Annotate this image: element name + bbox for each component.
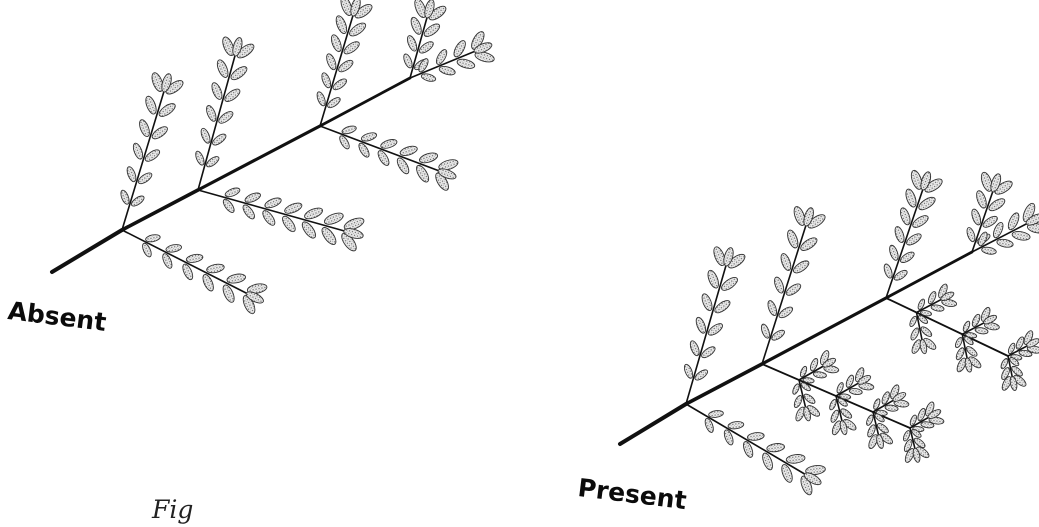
leaflet <box>931 304 945 312</box>
leaflet <box>264 196 283 210</box>
leaflet <box>683 363 695 379</box>
leaflet <box>224 186 241 198</box>
leaflet <box>406 34 419 52</box>
leaflet <box>205 104 218 122</box>
leaflet <box>893 225 906 243</box>
leaflet <box>706 269 721 290</box>
leaflet <box>899 207 912 226</box>
rachis <box>122 88 165 230</box>
leaflet <box>456 57 476 70</box>
main-stem <box>686 364 762 404</box>
leaflet <box>409 16 423 36</box>
leaflet <box>438 65 456 77</box>
main-stem <box>620 404 686 444</box>
leaflet <box>402 53 414 69</box>
leaflet <box>119 189 131 205</box>
leaflet <box>908 315 917 327</box>
leaflet <box>360 131 377 142</box>
leaflet <box>909 327 920 341</box>
leaflet <box>954 336 963 348</box>
leaflet <box>399 144 418 157</box>
leaflet <box>1011 230 1030 241</box>
leaflet <box>303 206 324 221</box>
leaflet <box>194 150 206 166</box>
leaflet <box>828 398 837 410</box>
leaflet <box>766 299 778 316</box>
leaflet <box>131 142 144 160</box>
main-stem <box>52 230 122 272</box>
leaflet <box>215 58 230 79</box>
leaflet <box>965 227 976 243</box>
rachis <box>686 404 808 476</box>
leaflet <box>380 138 398 150</box>
leaflet <box>125 166 137 183</box>
leaflet <box>813 371 827 379</box>
leaflet <box>199 127 212 144</box>
leaflet <box>760 323 771 339</box>
leaflet <box>975 190 989 210</box>
rachis <box>686 262 727 404</box>
leaflet <box>165 243 182 253</box>
leaflet <box>793 394 804 408</box>
leaflet <box>244 191 262 204</box>
leaflet <box>708 410 723 419</box>
leaflet <box>323 211 345 227</box>
branch-absent <box>52 0 495 315</box>
leaflet <box>766 443 785 453</box>
leaflet <box>700 292 714 311</box>
leaflet <box>981 246 997 255</box>
main-stem <box>122 190 198 230</box>
leaflet <box>883 263 894 279</box>
leaflet <box>283 201 303 216</box>
leaflet <box>888 244 900 261</box>
branch-present <box>620 169 1039 496</box>
rachis <box>122 230 250 295</box>
leaflet <box>694 316 707 334</box>
leaflet <box>206 263 225 274</box>
leaflet <box>688 340 700 357</box>
leaflet <box>849 388 863 396</box>
leaflet <box>904 188 918 209</box>
figure-caption-fragment: Fig <box>152 495 193 524</box>
leaflet <box>786 453 806 464</box>
leaflet <box>747 432 765 442</box>
leaflet <box>728 421 745 430</box>
leaflet <box>325 53 338 71</box>
leaflet <box>773 276 786 294</box>
leaflet <box>186 253 204 264</box>
leaflet <box>779 252 793 271</box>
leaflet <box>970 208 982 226</box>
rachis <box>320 12 354 126</box>
rachis <box>198 52 236 190</box>
rachis <box>320 126 442 172</box>
leaflet <box>210 81 224 100</box>
leaflet <box>785 229 799 250</box>
leaflet <box>341 125 357 136</box>
leaflet <box>138 118 152 137</box>
leaflet <box>315 91 327 107</box>
leaflet <box>418 151 438 165</box>
leaflet <box>334 14 349 35</box>
leaflet <box>144 95 159 116</box>
leaflet <box>421 72 437 82</box>
leaflet <box>329 33 343 52</box>
leaflet <box>320 72 332 89</box>
leaflet <box>145 234 161 243</box>
leaflet <box>996 238 1014 248</box>
leaflet <box>791 383 800 395</box>
leaflet <box>226 273 246 285</box>
